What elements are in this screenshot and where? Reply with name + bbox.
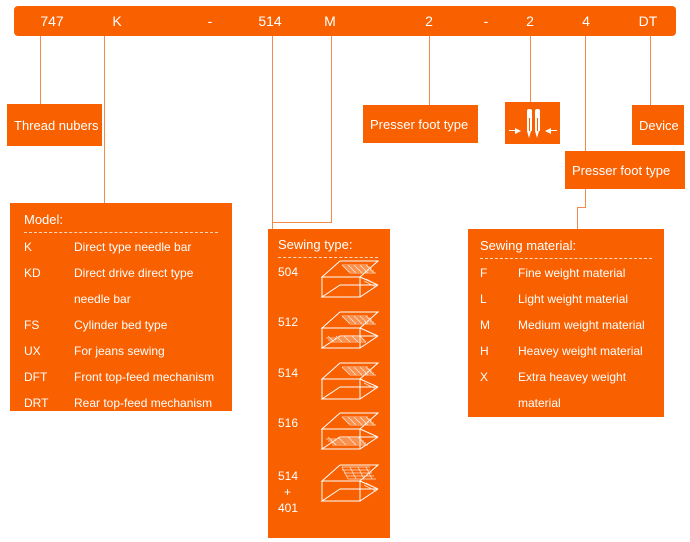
- stitch-504-icon: [320, 260, 380, 298]
- connector-thread-numbers: [40, 36, 41, 104]
- code-segment-thread-numbers[interactable]: 747: [40, 13, 64, 29]
- needle-right-icon: [535, 109, 540, 138]
- code-segment-needle-gauge[interactable]: 2: [526, 13, 534, 29]
- code-segment-separator-2: -: [483, 13, 489, 29]
- thread-numbers-box[interactable]: Thread nubers: [7, 104, 102, 146]
- needle-gauge-icon-box[interactable]: [505, 102, 560, 144]
- model-row-text: Front top-feed mechanism: [74, 370, 215, 384]
- model-row-text: Rear top-feed mechanism: [74, 396, 213, 410]
- sewing-type-row-code: 516: [278, 416, 299, 430]
- model-row-code: DFT: [24, 370, 48, 384]
- code-segment-model[interactable]: K: [112, 13, 122, 29]
- model-row-text: Cylinder bed type: [74, 318, 168, 332]
- stitch-514-icon: [320, 362, 380, 400]
- sewing-type-row-code: 514: [278, 366, 299, 380]
- connector-needle-gauge: [530, 36, 531, 103]
- model-row-code: KD: [24, 266, 41, 280]
- model-row-text: For jeans sewing: [74, 344, 165, 358]
- stitch-516-icon: [320, 412, 380, 450]
- model-row-code: DRT: [24, 396, 49, 410]
- code-segment-sewing-material[interactable]: M: [324, 13, 336, 29]
- presser-foot-type-box-1[interactable]: Presser foot type: [363, 105, 478, 143]
- connector-sewing-material-jog: [577, 207, 586, 208]
- sewing-material-row-text: Light weight material: [518, 292, 629, 306]
- sewing-material-row-code: F: [480, 266, 488, 280]
- model-panel-divider: [24, 232, 218, 233]
- sewing-type-panel-divider: [278, 257, 378, 258]
- connector-sewing-type: [272, 36, 273, 230]
- sewing-type-row-code: +: [284, 485, 292, 499]
- thread-numbers-label: Thread nubers: [14, 117, 99, 133]
- model-row-code: UX: [24, 344, 41, 358]
- model-row-text: Direct drive direct type: [74, 266, 194, 280]
- connector-sewing-material-drop: [585, 188, 586, 207]
- arrow-right-icon: [509, 128, 521, 134]
- presser-foot-type-label-1: Presser foot type: [370, 116, 469, 132]
- code-segment-sewing-type[interactable]: 514: [258, 13, 282, 29]
- model-panel-title: Model:: [24, 212, 64, 227]
- presser-foot-type-label-2: Presser foot type: [572, 162, 671, 178]
- connector-sewing-material-panel: [577, 207, 578, 229]
- connector-device: [650, 36, 651, 105]
- device-label: Device: [639, 117, 679, 133]
- sewing-material-row-code: M: [480, 318, 490, 332]
- sewing-material-row-code: X: [480, 370, 489, 384]
- sewing-material-row-text: Fine weight material: [518, 266, 626, 280]
- connector-model: [104, 36, 105, 203]
- model-panel: Model: K Direct type needle bar KD Direc…: [10, 203, 232, 411]
- code-segment-device[interactable]: DT: [638, 13, 658, 29]
- arrow-left-icon: [545, 128, 557, 134]
- model-row-code: K: [24, 240, 33, 254]
- sewing-type-row-code: 512: [278, 315, 299, 329]
- code-segment-separator-1: -: [207, 13, 213, 29]
- presser-foot-type-box-2[interactable]: Presser foot type: [565, 151, 685, 189]
- sewing-material-row-text: Extra heavey weight: [518, 370, 627, 384]
- sewing-material-row-code: H: [480, 344, 489, 358]
- device-box[interactable]: Device: [632, 105, 684, 145]
- sewing-material-row-text: material: [518, 396, 561, 410]
- sewing-type-row-code: 401: [278, 501, 299, 515]
- connector-presser-foot-2: [585, 36, 586, 151]
- code-segment-presser-foot-2[interactable]: 4: [582, 13, 590, 29]
- model-row-text: needle bar: [74, 292, 131, 306]
- model-row-code: FS: [24, 318, 40, 332]
- sewing-material-row-text: Medium weight material: [518, 318, 645, 332]
- sewing-type-row-code: 514: [278, 469, 299, 483]
- code-segment-presser-foot-1[interactable]: 2: [425, 13, 433, 29]
- sewing-material-row-text: Heavey weight material: [518, 344, 643, 358]
- needle-left-icon: [527, 109, 532, 138]
- sewing-material-panel: Sewing material: F Fine weight material …: [468, 229, 664, 417]
- connector-presser-foot-1: [429, 36, 430, 105]
- sewing-material-row-code: L: [480, 292, 487, 306]
- connector-sewing-material-code-horizontal: [272, 222, 332, 223]
- sewing-type-panel-title: Sewing type:: [278, 237, 353, 252]
- stitch-512-icon: [320, 311, 380, 349]
- model-code-bar: 747 K - 514 M 2 - 2 4 DT: [14, 6, 676, 36]
- sewing-material-panel-title: Sewing material:: [480, 238, 577, 253]
- sewing-type-panel: Sewing type: 504 512 514 516 514 + 401: [268, 229, 390, 538]
- model-row-text: Direct type needle bar: [74, 240, 192, 254]
- sewing-material-panel-divider: [480, 258, 652, 259]
- sewing-type-row-code: 504: [278, 265, 299, 279]
- stitch-514-401-icon: [320, 464, 380, 502]
- connector-sewing-material-code-vertical: [331, 36, 332, 223]
